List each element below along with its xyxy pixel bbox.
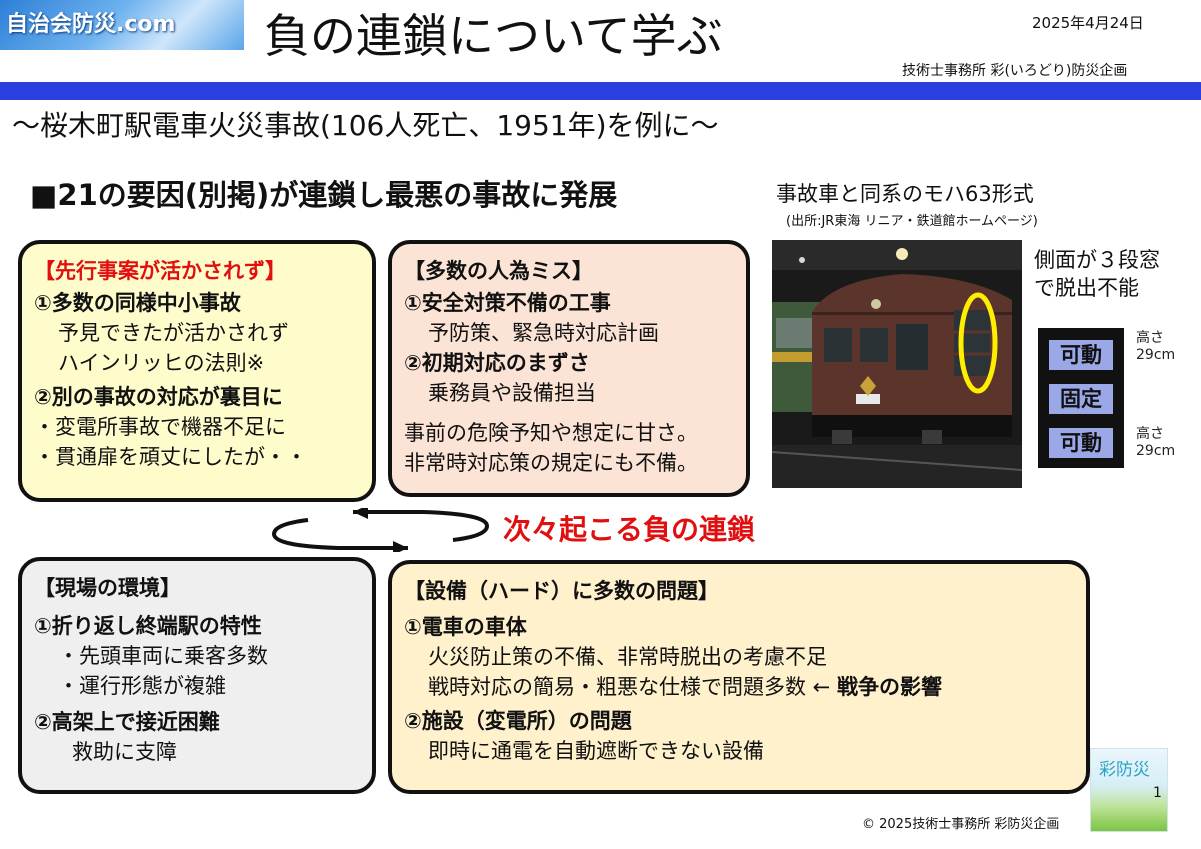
height-label-bottom: 高さ 29cm xyxy=(1136,426,1175,460)
box-title: 【現場の環境】 xyxy=(34,576,181,600)
window-label-movable-top: 可動 xyxy=(1045,336,1117,374)
war-impact-label: 戦争の影響 xyxy=(836,675,942,699)
height-label-line: 29cm xyxy=(1136,347,1176,363)
window-note-line: で脱出不能 xyxy=(1034,276,1139,300)
item-line-text: 戦時対応の簡易・粗悪な仕様で問題多数 ← xyxy=(428,675,837,699)
item-line: ハインリッヒの法則※ xyxy=(58,351,265,375)
page-title: 負の連鎖について学ぶ xyxy=(264,9,723,63)
window-note: 側面が３段窓 で脱出不能 xyxy=(1034,246,1160,302)
item-line: 即時に通電を自動遮断できない設備 xyxy=(428,739,764,763)
train-illustration xyxy=(772,240,1022,488)
box-precedent: 【先行事案が活かされず】 ①多数の同様中小事故 予見できたが活かされず ハインリ… xyxy=(18,240,376,502)
window-note-line: 側面が３段窓 xyxy=(1034,248,1160,272)
box-site-environment: 【現場の環境】 ①折り返し終端駅の特性 ・先頭車両に乗客多数 ・運行形態が複雑 … xyxy=(18,557,376,794)
item-line: 予防策、緊急時対応計画 xyxy=(428,321,659,345)
copyright-notice: © 2025技術士事務所 彩防災企画 xyxy=(862,817,1060,832)
item-heading: ②初期対応のまずさ xyxy=(404,351,590,375)
window-label-fixed: 固定 xyxy=(1045,380,1117,418)
box-title: 【設備（ハード）に多数の問題】 xyxy=(404,579,719,603)
box-title: 【多数の人為ミス】 xyxy=(404,259,593,283)
item-heading: ①安全対策不備の工事 xyxy=(404,291,611,315)
page-subtitle: ～桜木町駅電車火災事故(106人死亡、1951年)を例に～ xyxy=(12,109,719,142)
item-line: 乗務員や設備担当 xyxy=(428,381,596,405)
note-line: 事前の危険予知や想定に甘さ。 xyxy=(404,421,698,445)
item-line: ・変電所事故で機器不足に xyxy=(34,415,286,439)
item-heading: ②別の事故の対応が裏目に xyxy=(34,385,283,409)
height-label-line: 高さ xyxy=(1136,426,1164,442)
photo-source: (出所:JR東海 リニア・鉄道館ホームページ) xyxy=(786,214,1038,229)
date-label: 2025年4月24日 xyxy=(1032,14,1144,32)
item-heading: ①多数の同様中小事故 xyxy=(34,291,241,315)
badge-label: 彩防災 xyxy=(1099,760,1150,780)
brand-badge: 彩防災 1 xyxy=(1090,748,1168,832)
cycle-arrows-icon xyxy=(271,508,490,552)
note-line: 非常時対応策の規定にも不備。 xyxy=(404,451,698,475)
item-line: ・運行形態が複雑 xyxy=(58,674,226,698)
organization-label: 技術士事務所 彩(いろどり)防災企画 xyxy=(902,63,1128,79)
item-line: 火災防止策の不備、非常時脱出の考慮不足 xyxy=(428,645,827,669)
item-line: ・先頭車両に乗客多数 xyxy=(58,644,268,668)
section-headline: ■21の要因(別掲)が連鎖し最悪の事故に発展 xyxy=(30,178,618,212)
site-logo: 自治会防災.com xyxy=(0,0,244,50)
page-number: 1 xyxy=(1153,785,1162,801)
window-label-movable-bottom: 可動 xyxy=(1045,424,1117,462)
chain-reaction-label: 次々起こる負の連鎖 xyxy=(503,513,756,546)
box-title: 【先行事案が活かされず】 xyxy=(34,259,286,283)
header-divider-bar xyxy=(0,82,1201,100)
item-heading: ②施設（変電所）の問題 xyxy=(404,709,632,733)
box-hardware-issues: 【設備（ハード）に多数の問題】 ①電車の車体 火災防止策の不備、非常時脱出の考慮… xyxy=(388,560,1090,794)
item-line: ・貫通扉を頑丈にしたが・・ xyxy=(34,445,307,469)
height-label-top: 高さ 29cm xyxy=(1136,330,1175,364)
item-line: 戦時対応の簡易・粗悪な仕様で問題多数 ← 戦争の影響 xyxy=(404,672,1074,702)
item-line: 救助に支障 xyxy=(72,740,177,764)
item-heading: ②高架上で接近困難 xyxy=(34,710,220,734)
box-human-error: 【多数の人為ミス】 ①安全対策不備の工事 予防策、緊急時対応計画 ②初期対応のま… xyxy=(388,240,750,497)
height-label-line: 29cm xyxy=(1136,443,1176,459)
item-line: 予見できたが活かされず xyxy=(58,321,289,345)
photo-caption: 事故車と同系のモハ63形式 xyxy=(776,182,1034,206)
item-heading: ①電車の車体 xyxy=(404,615,527,639)
height-label-line: 高さ xyxy=(1136,330,1164,346)
train-photo xyxy=(772,240,1022,488)
item-heading: ①折り返し終端駅の特性 xyxy=(34,614,262,638)
